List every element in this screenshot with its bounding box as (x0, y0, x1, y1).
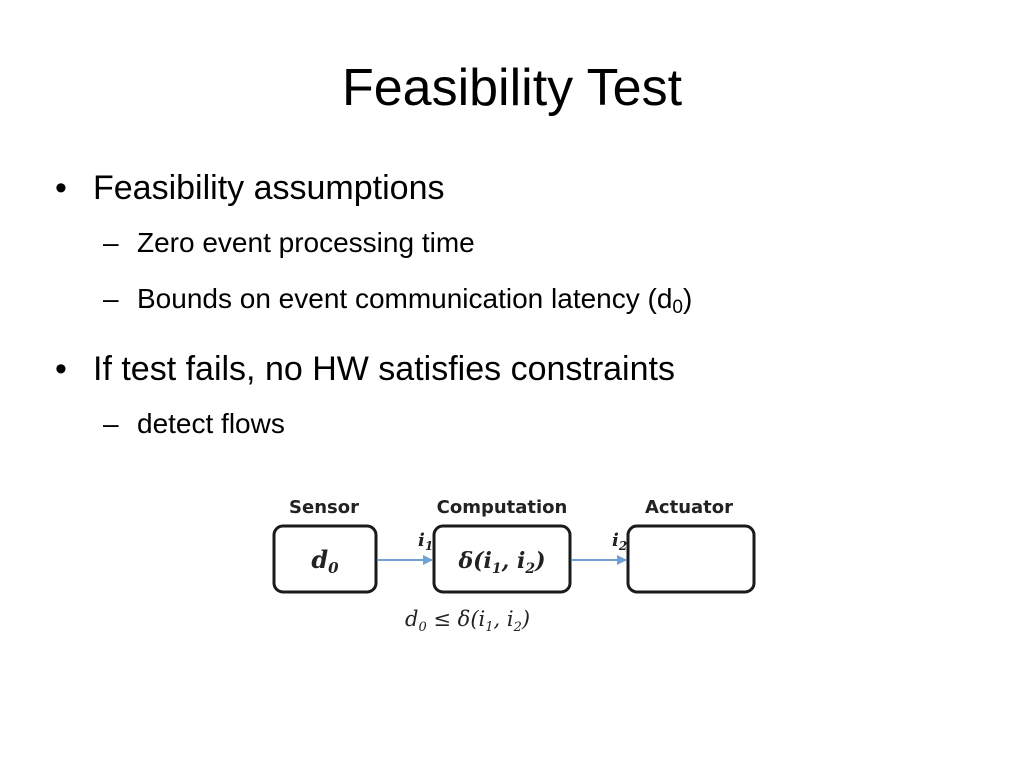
sensor-content: d0 (311, 545, 339, 577)
subitem-latency-bounds: – Bounds on event communication latency … (55, 282, 995, 325)
subscript: 0 (672, 297, 683, 318)
actuator-box (626, 524, 756, 594)
slide-title: Feasibility Test (341, 59, 683, 117)
subitem-dash: – (103, 408, 119, 439)
subitem-dash: – (103, 283, 119, 314)
subitem-zero-processing: – Zero event processing time (55, 226, 995, 260)
flow-diagram-svg: Sensor Computation Actuator i1 i2 d0 δ(i… (272, 497, 756, 635)
actuator-label: Actuator (645, 497, 733, 518)
bullet-text: Feasibility assumptions (93, 169, 445, 207)
sensor-label: Sensor (289, 497, 359, 518)
constraint-formula: d0 ≤ δ(i1, i2) (405, 607, 530, 635)
computation-content: δ(i1, i2) (457, 548, 545, 577)
flow-diagram: Sensor Computation Actuator i1 i2 d0 δ(i… (262, 488, 762, 648)
subitem-text: detect flows (137, 408, 285, 439)
input-label-i1: i1 (418, 530, 433, 553)
subitem-text: Zero event processing time (137, 227, 475, 258)
computation-box (432, 524, 572, 594)
bullet-text: If test fails, no HW satisfies constrain… (93, 350, 675, 388)
bullet-test-fails: • If test fails, no HW satisfies constra… (55, 349, 995, 389)
bullet-dot: • (55, 350, 67, 388)
input-label-i2: i2 (612, 530, 627, 553)
subitem-text: Bounds on event communication latency (d (137, 283, 673, 314)
bullet-dot: • (55, 169, 67, 207)
subitem-suffix: ) (683, 283, 693, 314)
sensor-box (272, 524, 378, 594)
subitem-dash: – (103, 227, 119, 258)
computation-label: Computation (437, 497, 568, 518)
subitem-detect-flows: – detect flows (55, 407, 995, 441)
bullet-feasibility-assumptions: • Feasibility assumptions (55, 168, 995, 208)
bullet-list: • Feasibility assumptions – Zero event p… (55, 168, 995, 441)
